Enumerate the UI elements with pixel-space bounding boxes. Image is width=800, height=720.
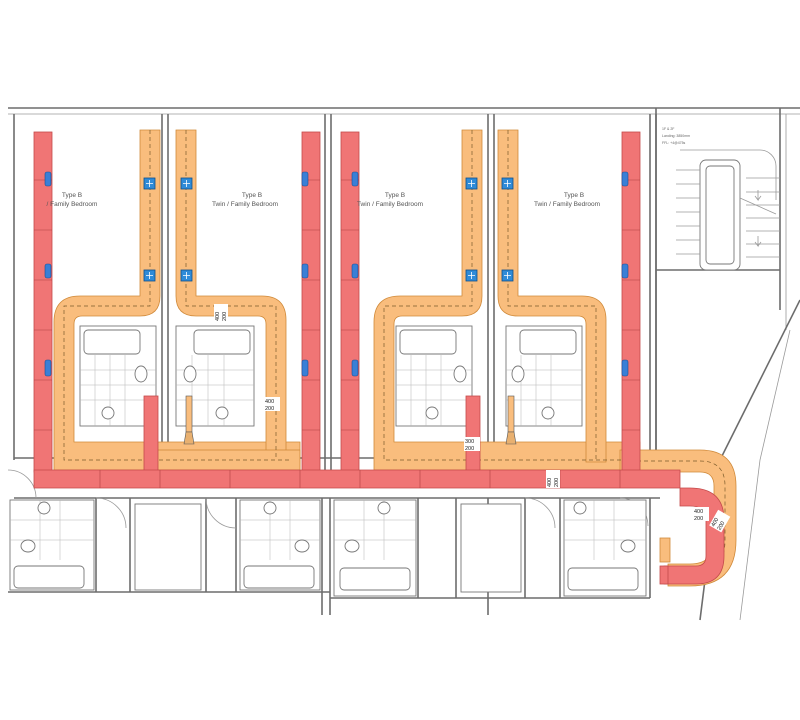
duct-size-6-h: 200	[717, 521, 727, 532]
duct-size-2-w: 400	[265, 399, 274, 405]
stair-note-1: 1F & 2F	[662, 127, 674, 131]
stair-note-3: FFL: +4@475s	[662, 141, 686, 145]
extract-duct-main	[33, 469, 681, 489]
bathroom-2	[175, 325, 255, 427]
duct-size-2-h: 200	[265, 406, 274, 412]
duct-size-tag-2: 400 200	[264, 397, 280, 412]
bathroom-3	[395, 325, 473, 427]
duct-size-tag-5: 400 200	[693, 507, 709, 522]
room-3-name: Twin / Family Bedroom	[357, 201, 423, 208]
supply-duct-loop-1	[53, 129, 301, 471]
bathroom-lower-4	[563, 499, 647, 597]
bathroom-4	[505, 325, 583, 427]
room-1-type: Type B	[62, 192, 82, 199]
room-labels: Type B / Family Bedroom Type B Twin / Fa…	[47, 192, 601, 208]
duct-size-tag-6: 400 200	[709, 509, 731, 533]
duct-size-4-h: 200	[554, 478, 560, 487]
bathroom-lower-3	[333, 499, 417, 597]
duct-size-5-h: 200	[694, 516, 703, 522]
supply-duct-loop-3	[373, 129, 641, 471]
duct-size-4-w: 400	[547, 478, 553, 487]
room-2-name: Twin / Family Bedroom	[212, 201, 278, 208]
bathroom-1	[79, 325, 157, 427]
room-4-type: Type B	[564, 192, 584, 199]
room-3-type: Type B	[385, 192, 405, 199]
extract-grille-icon	[44, 171, 629, 377]
bathroom-lower-2	[239, 499, 321, 591]
duct-size-tags: 400 200 400 200 300 200 400 200 400 200 …	[214, 304, 731, 533]
room-2-type: Type B	[242, 192, 262, 199]
room-4-name: Twin / Family Bedroom	[534, 201, 600, 208]
supply-duct-loop-4	[497, 129, 607, 463]
duct-size-3-h: 200	[465, 446, 474, 452]
duct-size-tag-4: 400 200	[546, 470, 560, 488]
duct-size-tag-3: 300 200	[464, 437, 480, 452]
supply-duct-loop-2	[175, 129, 287, 463]
duct-size-tag-1: 400 200	[214, 304, 228, 322]
extract-ductwork	[33, 131, 725, 585]
stair-note-2: Landing: 3850mm	[662, 134, 690, 138]
duct-size-1-w: 400	[215, 312, 221, 321]
duct-size-6-w: 400	[711, 517, 721, 528]
room-1-name: / Family Bedroom	[47, 201, 98, 208]
bathroom-lower-1	[9, 499, 95, 591]
duct-size-5-w: 400	[694, 509, 703, 515]
bathrooms	[9, 325, 647, 597]
duct-size-1-h: 200	[222, 312, 228, 321]
fire-damper-icon	[183, 395, 517, 445]
supply-diffuser-icon	[143, 177, 514, 282]
lower-units	[7, 469, 651, 615]
duct-size-3-w: 300	[465, 439, 474, 445]
